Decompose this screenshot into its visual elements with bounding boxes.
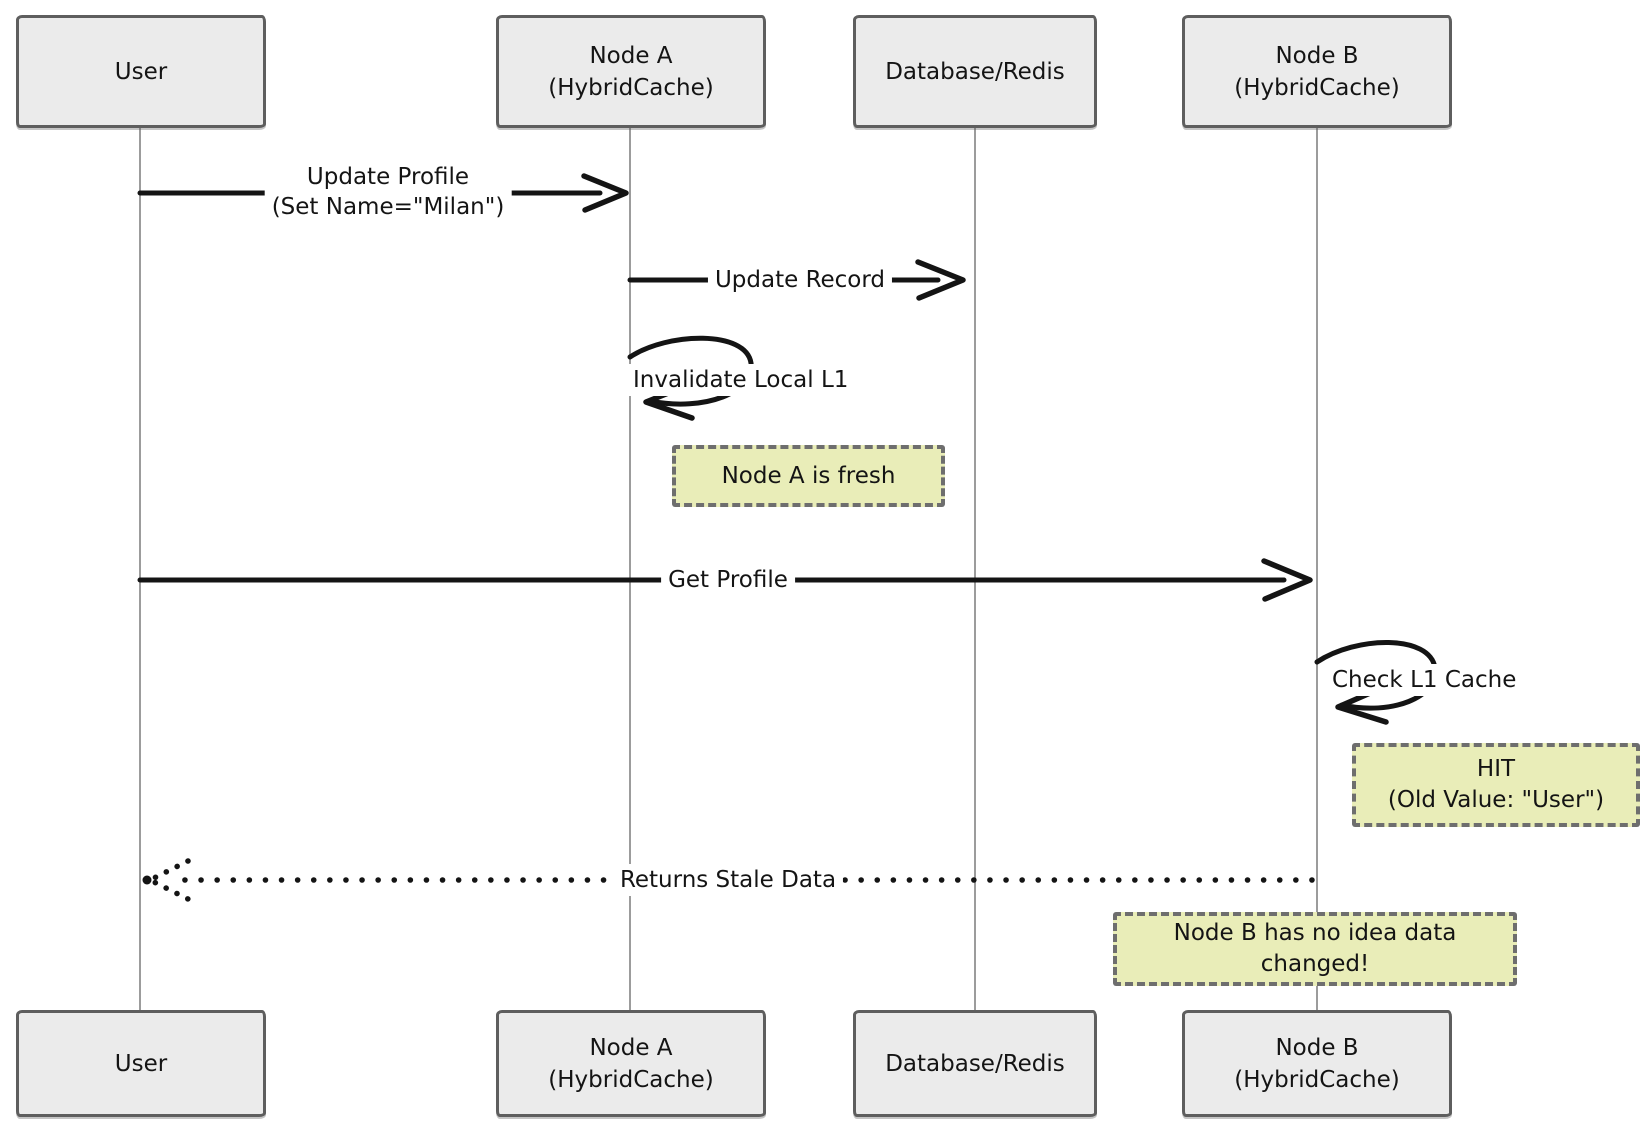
arrowhead-tip-dot	[142, 875, 152, 885]
arrowhead-get-profile	[1261, 558, 1313, 602]
participant-user-top: User	[16, 15, 266, 128]
message-label-check-l1: Check L1 Cache	[1325, 664, 1524, 696]
note-line: Node A is fresh	[721, 462, 896, 489]
participant-label: Node B	[1275, 1034, 1359, 1061]
participant-label: Node B	[1275, 42, 1359, 69]
note-hit-old-value: HIT (Old Value: "User")	[1352, 743, 1640, 827]
participant-database-redis-top: Database/Redis	[853, 15, 1097, 128]
message-label-invalidate-l1: Invalidate Local L1	[626, 364, 856, 396]
note-line: HIT	[1476, 756, 1516, 782]
message-label-update-profile: Update Profile (Set Name="Milan")	[264, 161, 512, 223]
message-line: (Set Name="Milan")	[271, 194, 505, 220]
note-node-a-fresh: Node A is fresh	[672, 445, 945, 507]
arrowhead-update-record	[915, 259, 966, 301]
note-line: Node B has no idea data	[1173, 920, 1457, 946]
participant-label: (HybridCache)	[548, 74, 714, 101]
participant-label: User	[114, 1050, 168, 1077]
participant-node-b-bottom: Node B (HybridCache)	[1182, 1010, 1452, 1117]
participant-label: Node A	[589, 42, 673, 69]
participant-database-redis-bottom: Database/Redis	[853, 1010, 1097, 1117]
message-label-returns-stale-data: Returns Stale Data	[612, 864, 844, 896]
note-node-b-no-idea: Node B has no idea data changed!	[1113, 912, 1517, 986]
note-line: changed!	[1260, 951, 1370, 977]
message-label-update-record: Update Record	[707, 264, 893, 296]
message-line: Update Profile	[306, 164, 470, 190]
participant-label: Database/Redis	[885, 1050, 1065, 1077]
participant-label: User	[114, 58, 168, 85]
self-loop-invalidate-l1	[627, 335, 754, 407]
participant-label: (HybridCache)	[1234, 1066, 1400, 1093]
participant-node-a-top: Node A (HybridCache)	[496, 15, 766, 128]
participant-label: Database/Redis	[885, 58, 1065, 85]
participant-label: Node A	[589, 1034, 673, 1061]
message-line: Update Record	[714, 267, 886, 293]
note-line: (Old Value: "User")	[1387, 787, 1605, 813]
message-line: Returns Stale Data	[619, 867, 837, 893]
arrowhead-returns-stale-data	[143, 858, 191, 902]
arrowhead-update-profile	[581, 173, 629, 213]
participant-node-a-bottom: Node A (HybridCache)	[496, 1010, 766, 1117]
message-line: Invalidate Local L1	[633, 367, 849, 393]
participant-user-bottom: User	[16, 1010, 266, 1117]
message-line: Check L1 Cache	[1332, 667, 1517, 693]
message-line: Get Profile	[668, 567, 788, 593]
participant-label: (HybridCache)	[548, 1066, 714, 1093]
message-label-get-profile: Get Profile	[661, 564, 795, 596]
participant-node-b-top: Node B (HybridCache)	[1182, 15, 1452, 128]
participant-label: (HybridCache)	[1234, 74, 1400, 101]
